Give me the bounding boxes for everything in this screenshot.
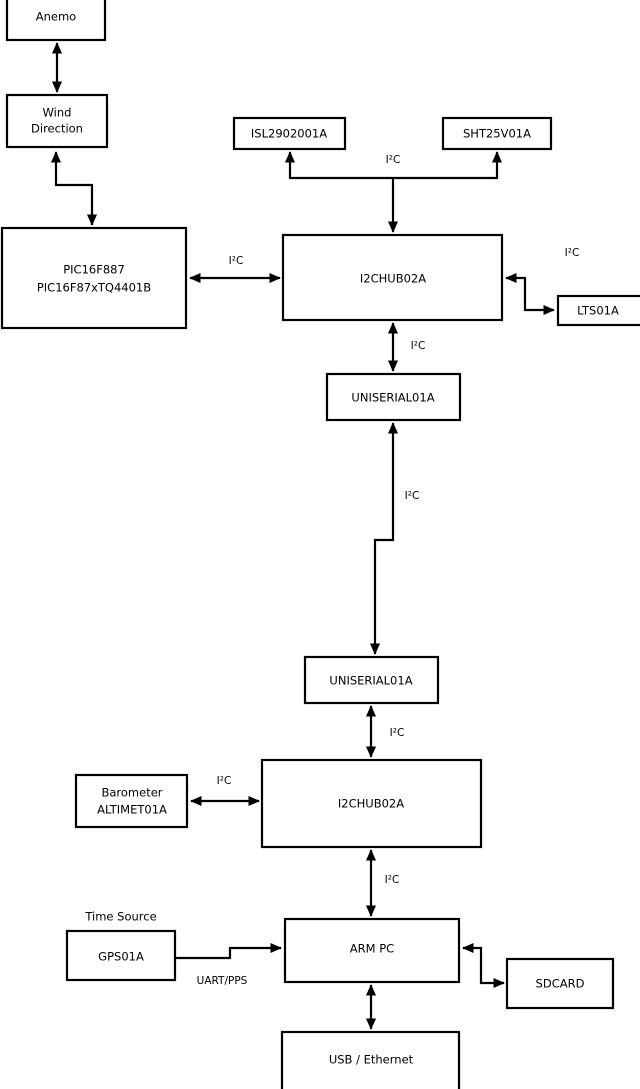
node-label-uniserial01a-lower: UNISERIAL01A [329,674,412,688]
node-wind-direction[interactable]: Wind Direction [5,93,109,149]
edge-uniserial-lower-hub-bottom: I²C [365,705,405,758]
node-usb-ethernet[interactable]: USB / Ethernet [280,1030,461,1089]
edge-line [505,272,555,316]
node-arm-pc[interactable]: ARM PC [283,917,461,984]
edge-arm-pc-sdcard [462,942,505,989]
edge-gps-arm-pc: UART/PPS [175,942,282,987]
node-gps01a[interactable]: GPS01A [65,929,177,982]
node-label-isl2902001a: ISL2902001A [251,127,327,141]
node-barometer[interactable]: Barometer ALTIMET01A [74,773,189,829]
edge-layer: I²C I²C I²C I²C I [50,42,580,1030]
node-box[interactable] [303,655,440,705]
node-label-sht25v01a: SHT25V01A [463,127,531,141]
edge-label-i2c-uniserial-link: I²C [405,490,420,502]
node-lts01a[interactable]: LTS01A [556,294,640,327]
edge-label-i2c-pic-hub: I²C [229,255,244,267]
edge-barometer-hub-bottom: I²C [190,775,260,807]
free-label-layer: Time Source [84,910,156,924]
node-box[interactable] [283,917,461,984]
node-label-pic-line1: PIC16F887 [63,263,125,277]
node-box[interactable] [280,1030,461,1089]
edge-hub-top-uniserial-upper: I²C [387,322,426,372]
node-label-gps01a: GPS01A [98,950,144,964]
node-label-lts01a: LTS01A [577,304,619,318]
node-box[interactable] [232,116,347,151]
node-box[interactable] [74,773,189,829]
node-label-anemo: Anemo [36,10,76,24]
node-box[interactable] [441,116,553,151]
edge-label-i2c-hub-armpc: I²C [385,874,400,886]
node-box[interactable] [260,758,483,849]
label-time-source: Time Source [84,910,156,924]
node-label-wind-direction-line2: Direction [31,122,83,136]
edge-hub-bottom-arm-pc: I²C [365,849,400,917]
node-sht25v01a[interactable]: SHT25V01A [441,116,553,151]
edge-label-uart-pps: UART/PPS [197,975,248,987]
node-box[interactable] [65,929,177,982]
node-isl2902001a[interactable]: ISL2902001A [232,116,347,151]
node-i2chub02a-bottom[interactable]: I2CHUB02A [260,758,483,849]
node-uniserial01a-upper[interactable]: UNISERIAL01A [325,372,462,422]
node-box[interactable] [5,0,107,42]
node-box[interactable] [325,372,462,422]
edge-pic-wind-direction [50,151,98,226]
edge-label-i2c-lts: I²C [565,247,580,259]
node-box[interactable] [0,226,188,330]
edge-label-i2c-barometer: I²C [217,775,232,787]
edge-line [462,942,505,989]
node-box[interactable] [5,93,109,149]
edge-line [175,942,282,960]
edge-pic-hub-top: I²C [189,255,281,284]
node-i2chub02a-top[interactable]: I2CHUB02A [281,233,504,322]
node-label-pic-line2: PIC16F87xTQ4401B [37,281,151,295]
node-box[interactable] [556,294,640,327]
node-box[interactable] [505,957,615,1010]
edge-label-i2c-uniserial-hub: I²C [390,727,405,739]
node-label-uniserial01a-upper: UNISERIAL01A [351,391,434,405]
edge-line [369,422,399,655]
node-box[interactable] [281,233,504,322]
edge-label-i2c-hub-uniserial: I²C [411,340,426,352]
node-label-i2chub02a-top: I2CHUB02A [360,272,426,286]
node-label-barometer-line1: Barometer [101,786,162,800]
node-label-sdcard: SDCARD [536,977,585,991]
edge-hub-top-sensor-bus: I²C [284,151,503,233]
node-label-barometer-line2: ALTIMET01A [97,803,167,817]
edge-line [50,151,98,226]
edge-hub-top-lts: I²C [505,247,580,316]
node-label-usb-ethernet: USB / Ethernet [329,1053,414,1067]
node-sdcard[interactable]: SDCARD [505,957,615,1010]
node-label-i2chub02a-bottom: I2CHUB02A [338,797,404,811]
node-label-arm-pc: ARM PC [350,942,394,956]
edge-label-i2c-sensor-bus: I²C [386,154,401,166]
node-anemo[interactable]: Anemo [5,0,107,42]
node-label-wind-direction-line1: Wind [43,106,72,120]
edge-uniserial-link: I²C [369,422,420,655]
node-pic-mcu[interactable]: PIC16F887 PIC16F87xTQ4401B [0,226,188,330]
node-uniserial01a-lower[interactable]: UNISERIAL01A [303,655,440,705]
